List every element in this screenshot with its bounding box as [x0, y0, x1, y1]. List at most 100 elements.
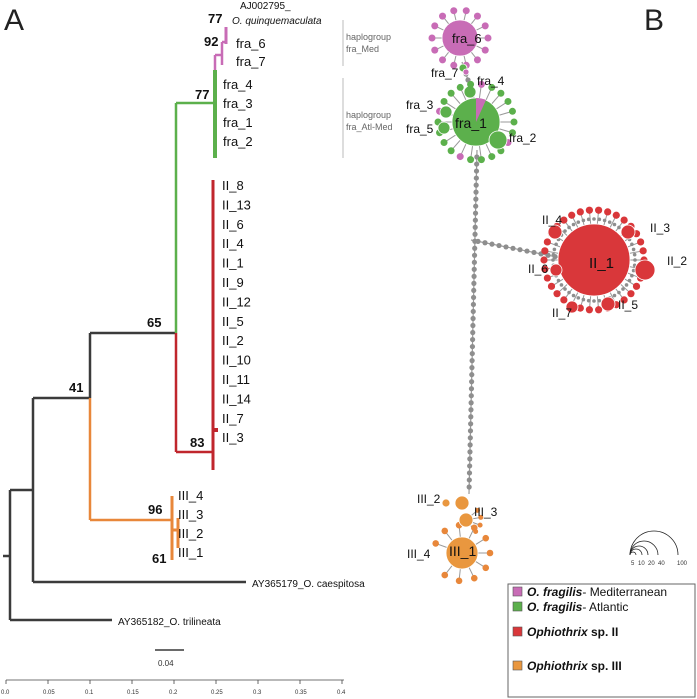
legend-item-atl: O. fragilis- Atlantic	[512, 600, 628, 614]
singleton-haplotype	[560, 296, 568, 304]
singleton-haplotype	[604, 208, 612, 216]
net-label-fra_7: fra_7	[431, 66, 459, 80]
tree-clade2-branches	[174, 180, 218, 470]
haplotype-fra_5	[437, 121, 451, 135]
tip-II_12: II_12	[222, 294, 251, 309]
mutation-step	[554, 242, 558, 247]
axis-tick-label: 0.05	[43, 690, 55, 696]
mutation-step	[567, 290, 571, 295]
mutation-step	[551, 258, 555, 262]
mutation-step	[472, 224, 478, 230]
tip-II_14: II_14	[222, 391, 251, 406]
singleton-haplotype	[428, 34, 436, 42]
size-scale-100: 100	[677, 561, 688, 567]
mutation-step	[468, 393, 474, 399]
haplotype-II_7	[565, 300, 579, 314]
singleton-haplotype	[470, 574, 478, 582]
tip-outgroup-caespitosa: AY365179_O. caespitosa	[252, 579, 365, 590]
mutation-step	[571, 293, 576, 298]
mutation-step	[607, 220, 612, 224]
legend-text-med: O. fragilis- Mediterranean	[527, 585, 667, 599]
singleton-haplotype	[488, 153, 496, 161]
mutation-step	[469, 350, 475, 357]
tip-II_1: II_1	[222, 256, 244, 271]
tip-ref-species: O. quinquemaculata	[232, 16, 322, 27]
mutation-step	[563, 287, 567, 291]
tip-II_11: II_11	[222, 372, 250, 387]
mutation-step	[466, 477, 472, 483]
axis-tick-label: 0.4	[337, 690, 346, 696]
singleton-haplotype	[450, 61, 458, 69]
tip-fra_6: fra_6	[236, 36, 266, 51]
legend-swatch-atl	[512, 601, 523, 612]
mutation-step	[489, 241, 495, 247]
panel-label-b: B	[644, 4, 664, 37]
bootstrap-fra-med: 77	[208, 11, 222, 26]
net-label-fra_1: fra_1	[455, 115, 487, 131]
legend-item-med: O. fragilis- Mediterranean	[512, 585, 667, 599]
haplotype-fra_6	[441, 19, 479, 57]
bootstrap-fragilis: 65	[147, 315, 161, 330]
size-scale-5: 5	[631, 561, 635, 567]
singleton-haplotype	[576, 208, 584, 216]
singleton-haplotype	[486, 549, 494, 557]
mutation-step	[632, 252, 637, 257]
tip-II_5: II_5	[222, 314, 244, 329]
tip-fra_3: fra_3	[223, 96, 253, 111]
tip-II_4: II_4	[222, 236, 244, 251]
mutation-step	[586, 217, 591, 222]
mutation-step	[467, 428, 474, 434]
phylogenetic-tree: AJ002795_ O. quinquemaculata fra_6 fra_7…	[1, 1, 393, 696]
legend-text-atl: O. fragilis- Atlantic	[527, 600, 628, 614]
singleton-haplotype	[488, 83, 496, 91]
tip-II_9: II_9	[222, 275, 244, 290]
singleton-haplotype	[447, 147, 455, 155]
mutation-step	[469, 336, 476, 343]
mutation-step	[473, 182, 479, 188]
mutation-step	[470, 315, 476, 322]
net-label-fra_5: fra_5	[406, 122, 434, 136]
singleton-haplotype	[473, 56, 481, 64]
mutation-step	[617, 290, 621, 295]
haplotype-fra_3	[439, 105, 453, 119]
mutation-step	[581, 297, 586, 302]
axis-tick-label: 0.1	[85, 690, 94, 696]
mutation-step	[630, 273, 634, 278]
mutation-step	[469, 343, 476, 350]
legend-text-clade2: Ophiothrix sp. II	[527, 625, 618, 639]
mutation-step	[597, 217, 602, 222]
axis-tick-label: 0.15	[127, 690, 139, 696]
legend-text-clade3: Ophiothrix sp. III	[527, 659, 622, 673]
singleton-haplotype	[612, 211, 620, 219]
bootstrap-ingroup: 41	[69, 380, 83, 395]
tip-fra_2: fra_2	[223, 134, 253, 149]
net-label-fra_3: fra_3	[406, 98, 434, 112]
legend-item-clade2: Ophiothrix sp. II	[512, 625, 618, 639]
tree-fragilis-atlantic-branches	[174, 70, 217, 333]
singleton-haplotype	[481, 46, 489, 54]
net-label-II_5: II_5	[618, 298, 638, 312]
mutation-step	[467, 442, 473, 448]
mutation-step	[467, 456, 473, 462]
haplotype-III_3	[458, 512, 474, 528]
net-label-III_2: III_2	[417, 492, 441, 506]
mutation-step	[470, 308, 476, 315]
mutation-step	[466, 484, 472, 490]
tip-II_7: II_7	[222, 411, 244, 426]
net-label-fra_2: fra_2	[509, 131, 537, 145]
singleton-haplotype	[620, 296, 628, 304]
net-label-II_3: II_3	[650, 221, 670, 235]
singleton-haplotype	[543, 238, 551, 246]
singleton-haplotype	[484, 34, 492, 42]
mutation-step	[631, 247, 636, 252]
singleton-haplotype	[455, 577, 463, 585]
haplotype-fra_7b	[462, 68, 470, 76]
mutation-step	[617, 225, 621, 230]
tip-II_6: II_6	[222, 217, 244, 232]
legend-item-clade3: Ophiothrix sp. III	[512, 659, 622, 673]
singleton-haplotype	[439, 12, 447, 20]
haplotype-II_1	[557, 223, 631, 297]
mutation-step	[474, 161, 480, 167]
singleton-haplotype	[431, 46, 439, 54]
mutation-step	[471, 287, 477, 294]
